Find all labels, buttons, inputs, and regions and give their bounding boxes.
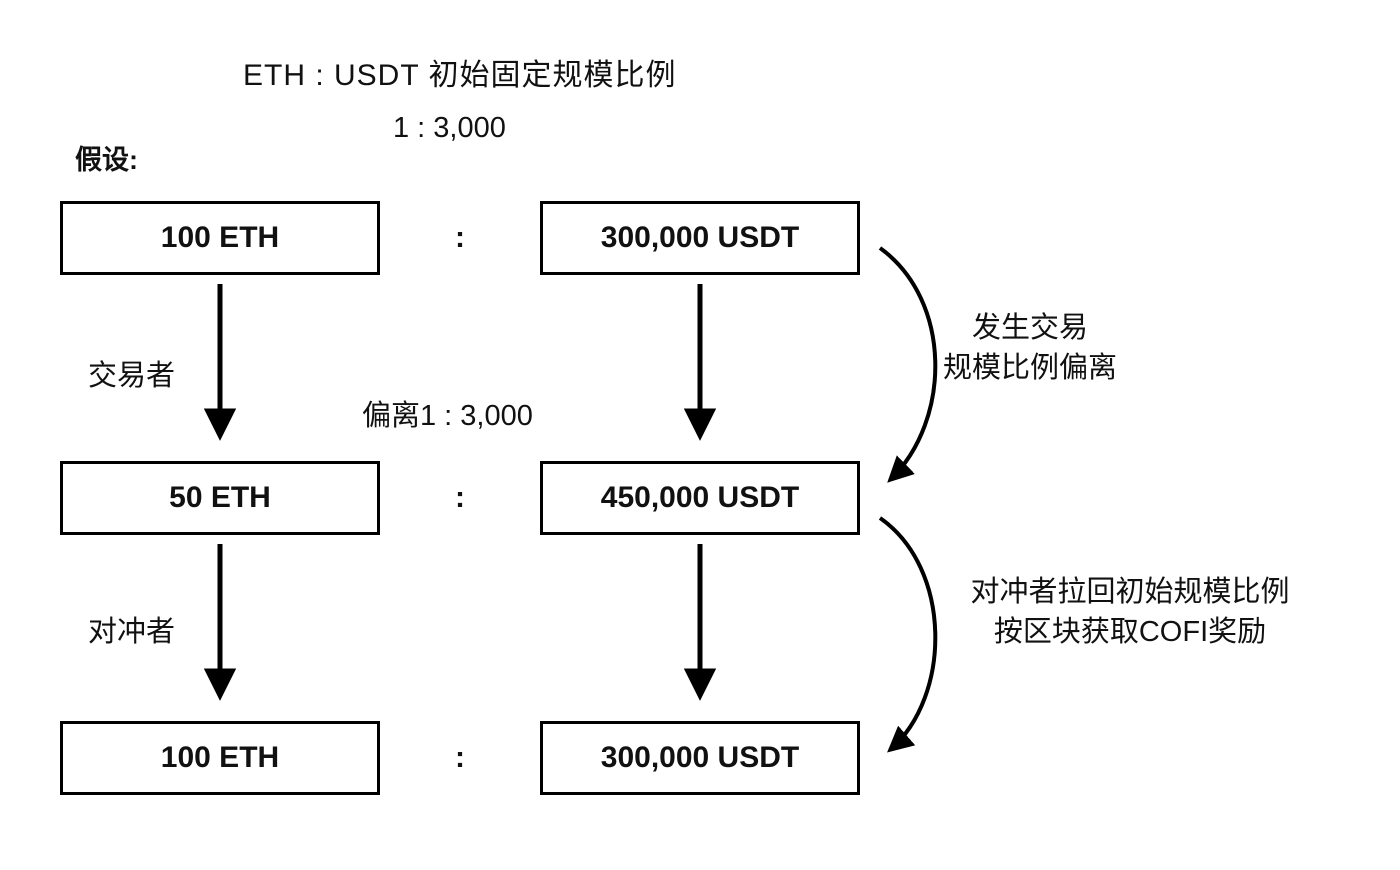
initial-ratio: 1 : 3,000 [393,112,506,144]
colon-row-3: : [455,741,465,774]
trade-note: 发生交易 规模比例偏离 [880,308,1180,388]
trader-label: 交易者 [88,360,176,392]
hedge-note: 对冲者拉回初始规模比例 按区块获取COFI奖励 [900,572,1360,652]
hedge-note-line2: 按区块获取COFI奖励 [993,616,1267,648]
usdt-box-initial: 300,000 USDT [540,201,860,275]
eth-box-deviated: 50 ETH [60,461,380,535]
eth-box-restored: 100 ETH [60,721,380,795]
hedge-note-line1: 对冲者拉回初始规模比例 [970,576,1290,608]
usdt-box-deviated: 450,000 USDT [540,461,860,535]
eth-box-initial: 100 ETH [60,201,380,275]
deviation-label: 偏离1 : 3,000 [362,400,533,432]
hedger-label: 对冲者 [88,616,176,648]
usdt-box-restored: 300,000 USDT [540,721,860,795]
colon-row-2: : [455,481,465,514]
trade-note-line1: 发生交易 [971,312,1088,344]
trade-note-line2: 规模比例偏离 [942,352,1117,384]
assumption-label: 假设: [75,145,138,175]
diagram-title: ETH : USDT 初始固定规模比例 [243,59,677,92]
colon-row-1: : [455,221,465,254]
